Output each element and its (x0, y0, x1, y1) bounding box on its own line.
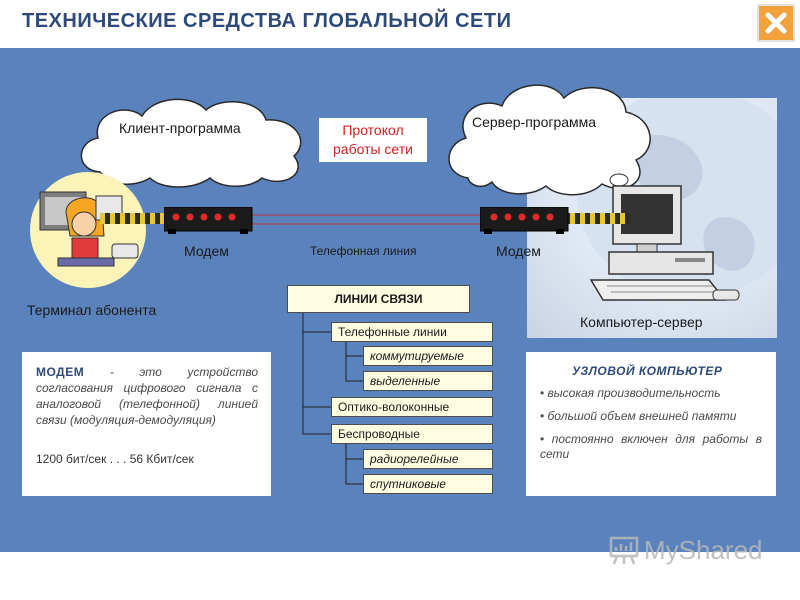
node-computer-title: УЗЛОВОЙ КОМПЬЮТЕР (572, 364, 723, 378)
tree-dedicated: выделенные (363, 371, 493, 391)
modem-definition: МОДЕМ - это устройство согласования цифр… (36, 364, 258, 428)
terminal-label: Терминал абонента (27, 302, 157, 318)
server-computer-icon (589, 185, 740, 301)
client-cloud (80, 98, 302, 188)
terminal-user-icon (30, 172, 146, 288)
protocol-box: Протокол работы сети (319, 118, 427, 162)
tree-phone-lines: Телефонные линии (331, 322, 493, 342)
tree-satellite: спутниковые (363, 474, 493, 494)
node-feature-performance: высокая производительность (540, 386, 762, 401)
watermark: MyShared (608, 534, 763, 566)
modem-right-label: Модем (496, 243, 541, 259)
node-feature-memory: большой объем внешней памяти (540, 409, 762, 424)
watermark-text: MyShared (644, 534, 763, 565)
client-program-label: Клиент-программа (119, 120, 241, 136)
close-button[interactable] (757, 4, 795, 42)
node-computer-box (526, 352, 776, 496)
protocol-line-1: Протокол (342, 122, 404, 138)
tree-radio-relay: радиорелейные (363, 449, 493, 469)
tree-wireless: Беспроводные (331, 424, 493, 444)
server-program-label: Сервер-программа (472, 114, 597, 130)
modem-left-label: Модем (184, 243, 229, 259)
modem-speed: 1200 бит/сек . . . 56 Кбит/сек (36, 452, 194, 466)
server-label: Компьютер-сервер (580, 314, 703, 330)
modem-right-icon (480, 207, 569, 234)
presentation-board-icon (609, 536, 639, 565)
page-title: ТЕХНИЧЕСКИЕ СРЕДСТВА ГЛОБАЛЬНОЙ СЕТИ (22, 10, 512, 32)
node-computer-features: высокая производительность большой объем… (540, 386, 762, 470)
tree-switched: коммутируемые (363, 346, 493, 366)
tree-root-communication-lines: ЛИНИИ СВЯЗИ (287, 285, 470, 313)
cable-left (100, 213, 164, 224)
server-cloud (448, 84, 651, 196)
cable-right (566, 213, 630, 224)
modem-term: МОДЕМ (36, 365, 85, 379)
close-icon (765, 12, 787, 34)
modem-left-icon (164, 207, 253, 234)
modem-definition-text: - это устройство согласования цифрового … (36, 365, 258, 427)
node-feature-always-on: постоянно включен для работы в сети (540, 432, 762, 462)
tree-fiber: Оптико-волоконные (331, 397, 493, 417)
modem-info-box (22, 352, 271, 496)
phone-line-label: Телефонная линия (310, 244, 417, 258)
protocol-line-2: работы сети (333, 141, 413, 157)
